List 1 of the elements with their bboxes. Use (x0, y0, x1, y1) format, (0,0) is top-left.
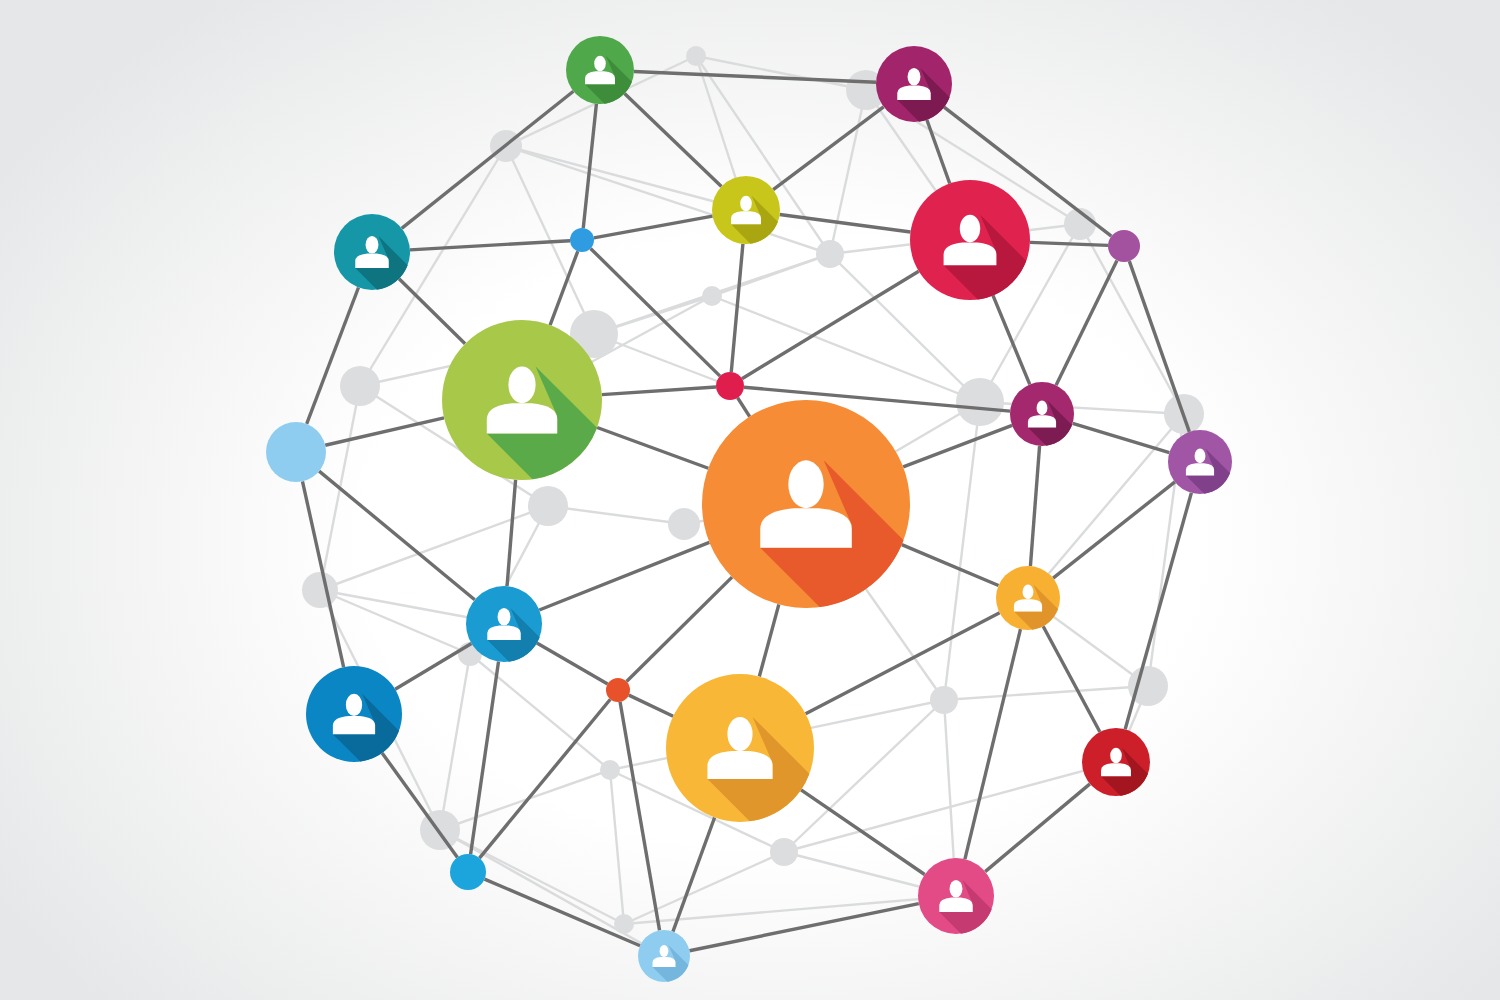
person-icon (638, 930, 690, 982)
